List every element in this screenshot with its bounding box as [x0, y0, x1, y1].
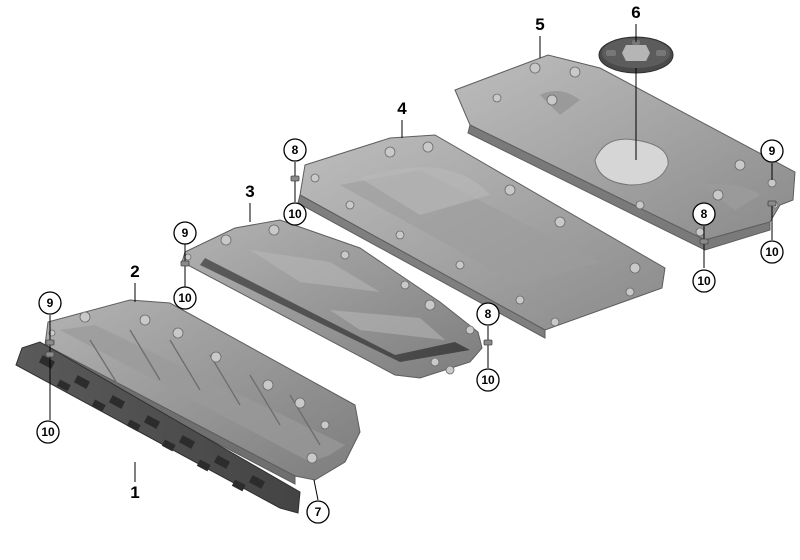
callout-10-panel3-right: 10	[476, 368, 500, 392]
fasteners	[45, 175, 777, 358]
callout-10-panel5-edge: 10	[760, 240, 784, 264]
svg-text:10: 10	[481, 373, 495, 387]
callout-9-panel3: 9	[173, 221, 197, 245]
svg-text:10: 10	[178, 291, 192, 305]
svg-text:7: 7	[315, 505, 322, 519]
panel-part-6	[598, 36, 674, 74]
leader-lines	[49, 24, 773, 501]
callout-10-panel5: 10	[692, 269, 716, 293]
callout-10-edge-label: 10	[765, 245, 779, 259]
svg-text:9: 9	[182, 226, 189, 240]
svg-text:10: 10	[697, 274, 711, 288]
svg-text:10: 10	[41, 425, 55, 439]
callout-8-panel5: 8	[692, 202, 716, 226]
svg-text:10: 10	[288, 207, 302, 221]
callout-10-panel2: 10	[36, 420, 60, 444]
part-labels: 5 6 4 3 2 1	[130, 3, 640, 502]
svg-text:8: 8	[485, 307, 492, 321]
label-part-3: 3	[245, 182, 254, 201]
svg-text:8: 8	[292, 143, 299, 157]
label-part-4: 4	[397, 99, 407, 118]
label-part-5: 5	[535, 15, 544, 34]
svg-text:8: 8	[701, 207, 708, 221]
callout-9-panel5: 9	[760, 139, 784, 163]
callout-7: 7	[306, 500, 330, 524]
callout-10-panel3: 10	[173, 286, 197, 310]
label-part-6: 6	[631, 3, 640, 22]
panel-part-5	[454, 54, 796, 251]
callouts: 7 8 8 8 9 9 9 10	[36, 138, 784, 524]
panel-part-4	[297, 134, 666, 339]
panel-part-3	[181, 219, 483, 379]
label-part-1: 1	[130, 483, 139, 502]
svg-text:9: 9	[769, 144, 776, 158]
label-part-2: 2	[130, 262, 139, 281]
callout-10-panel4: 10	[283, 202, 307, 226]
svg-text:9: 9	[47, 296, 54, 310]
callout-8-panel3: 8	[476, 302, 500, 326]
callout-9-panel2: 9	[38, 291, 62, 315]
callout-8-panel4: 8	[283, 138, 307, 162]
panel-part-1	[15, 341, 301, 514]
